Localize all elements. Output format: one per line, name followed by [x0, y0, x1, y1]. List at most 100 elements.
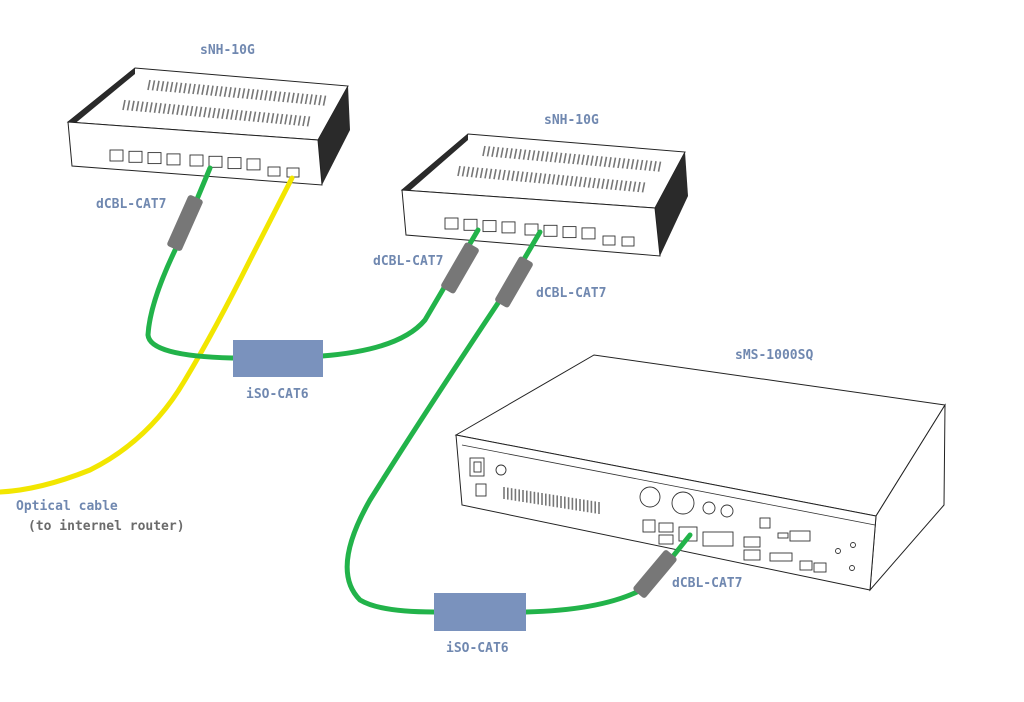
- vent-slot: [610, 179, 614, 190]
- vent-slot: [648, 160, 653, 171]
- vent-slot: [156, 80, 160, 91]
- vent-slot: [295, 93, 300, 104]
- vent-slot: [291, 92, 295, 103]
- vent-slot: [578, 176, 583, 187]
- vent-slot: [241, 88, 246, 99]
- vent-slot: [511, 170, 515, 181]
- iso-label-top: iSO-CAT6: [246, 387, 309, 402]
- vent-slot: [558, 152, 563, 163]
- vent-slot: [214, 85, 219, 97]
- vent-slot: [632, 181, 637, 192]
- vent-slot: [475, 167, 479, 178]
- vent-slot: [122, 99, 126, 111]
- vent-slot: [318, 95, 322, 106]
- vent-slot: [255, 89, 259, 100]
- vent-slot: [207, 107, 212, 118]
- vent-slot: [288, 114, 293, 125]
- vent-slot: [185, 105, 189, 116]
- vent-slot: [174, 82, 178, 93]
- vent-slot: [309, 94, 313, 105]
- network-port: [562, 226, 577, 239]
- vent-slot: [277, 91, 282, 102]
- network-port: [482, 220, 497, 233]
- network-port: [128, 150, 143, 163]
- vent-slot: [169, 81, 174, 93]
- vent-slot: [264, 90, 268, 101]
- network-port: [227, 157, 242, 170]
- vent-slot: [466, 166, 470, 177]
- network-port: [189, 154, 204, 167]
- switch-2-title: sNH-10G: [544, 113, 599, 128]
- vent-slot: [551, 174, 556, 185]
- vent-slot: [567, 153, 572, 164]
- vent-slot: [189, 105, 194, 117]
- network-port: [444, 217, 459, 230]
- vent-slot: [201, 84, 205, 95]
- server-title: sMS-1000SQ: [735, 348, 813, 363]
- connector-boot: [441, 242, 479, 294]
- vent-slot: [621, 158, 626, 169]
- vent-slot: [266, 112, 270, 123]
- vent-slot: [644, 160, 648, 171]
- vent-slot: [536, 150, 540, 161]
- vent-slot: [223, 86, 228, 97]
- vent-slot: [246, 88, 250, 99]
- vent-slot: [572, 153, 576, 165]
- vent-slot: [268, 90, 273, 101]
- network-port: [246, 158, 261, 171]
- vent-slot: [261, 112, 266, 123]
- vent-slot: [594, 155, 599, 167]
- vent-slot: [533, 172, 538, 183]
- vent-slot: [284, 114, 288, 125]
- vent-slot: [162, 103, 167, 114]
- vent-slot: [626, 158, 630, 169]
- vent-slot: [228, 87, 232, 98]
- vent-slot: [581, 154, 585, 165]
- vent-slot: [542, 173, 547, 184]
- vent-slot: [506, 170, 511, 181]
- vent-slot: [270, 113, 275, 124]
- ethernet-cable-2: [344, 229, 693, 615]
- vent-slot: [140, 101, 144, 112]
- vent-slot: [221, 108, 225, 119]
- vent-slot: [504, 147, 509, 159]
- vent-slot: [131, 100, 135, 111]
- vent-slot: [491, 146, 495, 157]
- vent-slot: [513, 148, 518, 159]
- vent-slot: [304, 93, 309, 105]
- vent-slot: [641, 182, 646, 193]
- vent-slot: [282, 91, 286, 103]
- vent-slot: [216, 108, 221, 119]
- network-port: [524, 223, 539, 236]
- vent-slot: [147, 79, 151, 91]
- connector-boot: [495, 256, 533, 308]
- vent-slot: [531, 150, 536, 161]
- network-port: [581, 227, 596, 240]
- vent-slot: [522, 149, 527, 160]
- vent-slot: [518, 149, 522, 160]
- vent-slot: [210, 85, 214, 96]
- vent-slot: [248, 111, 252, 122]
- isolator-top: [233, 340, 323, 377]
- vent-slot: [527, 149, 531, 161]
- vent-slot: [608, 157, 612, 168]
- vent-slot: [500, 147, 504, 158]
- vent-slot: [497, 169, 502, 180]
- vent-slot: [554, 152, 558, 163]
- vent-slot: [232, 87, 237, 98]
- vent-slot: [461, 166, 466, 177]
- vent-slot: [275, 113, 279, 124]
- cable-label-server: dCBL-CAT7: [672, 576, 742, 591]
- vent-slot: [225, 109, 230, 120]
- sfp-port: [602, 235, 616, 246]
- isolator-bottom: [434, 593, 526, 631]
- vent-slot: [212, 107, 216, 119]
- vent-slot: [565, 175, 569, 186]
- vent-slot: [617, 157, 621, 169]
- vent-slot: [560, 175, 565, 186]
- vent-slot: [502, 169, 506, 181]
- vent-slot: [286, 92, 291, 103]
- vent-slot: [243, 110, 248, 121]
- network-port: [147, 152, 162, 165]
- switch-1: [66, 67, 350, 186]
